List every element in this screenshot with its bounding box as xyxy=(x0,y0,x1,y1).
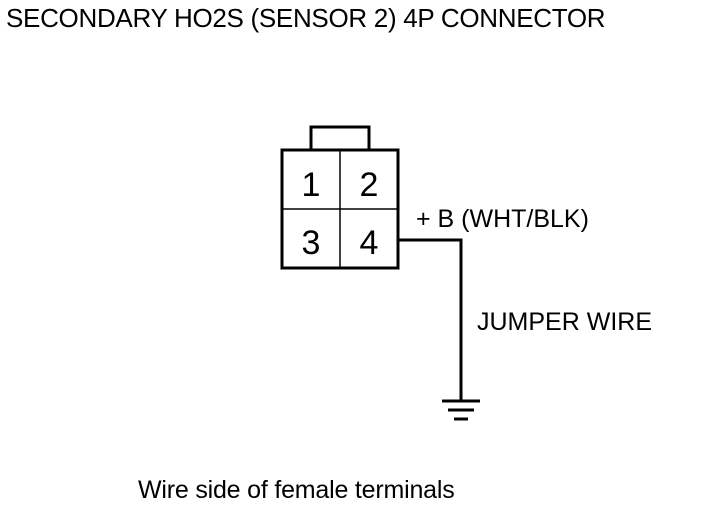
terminal-3-label: 3 xyxy=(302,224,321,262)
terminal-2-label: 2 xyxy=(360,166,379,204)
jumper-wire-label: JUMPER WIRE xyxy=(477,308,652,336)
terminal-1-label: 1 xyxy=(302,166,321,204)
terminal-4-label: 4 xyxy=(360,224,379,262)
power-wire-label: + B (WHT/BLK) xyxy=(416,205,589,233)
diagram-caption: Wire side of female terminals xyxy=(138,476,455,504)
ground-icon xyxy=(442,399,480,421)
diagram-title: SECONDARY HO2S (SENSOR 2) 4P CONNECTOR xyxy=(6,3,606,33)
jumper-wire xyxy=(398,238,463,401)
connector-latch xyxy=(309,125,371,153)
